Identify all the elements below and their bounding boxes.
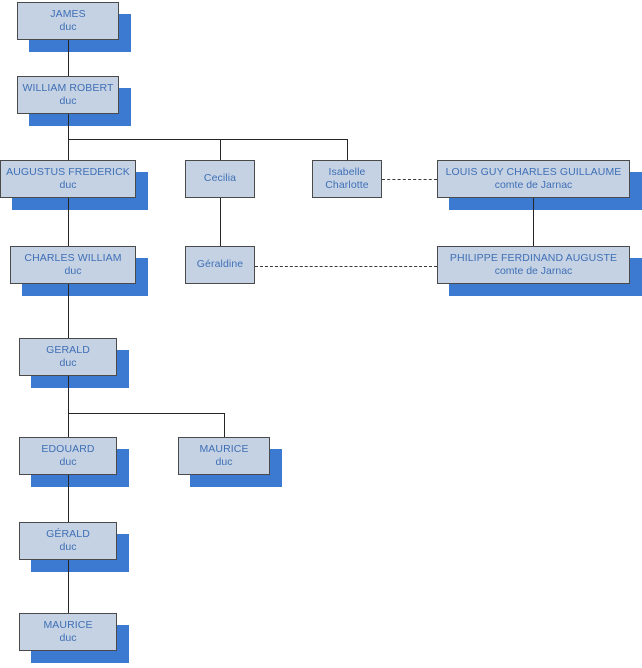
connector-gerald2-to-maurice2 (68, 560, 69, 613)
person-name: CHARLES WILLIAM (24, 251, 122, 264)
person-title: duc (59, 541, 77, 553)
connector-augustus-sibling-bar (68, 139, 348, 140)
person-node-geraldine[interactable]: Géraldine (185, 246, 255, 284)
person-title: duc (64, 265, 82, 277)
person-title: comte de Jarnac (494, 179, 573, 191)
connector-cecilia-to-geraldine (220, 198, 221, 246)
connector-gerald-children-bar (68, 413, 224, 414)
connector-cecilia-drop (220, 139, 221, 160)
connector-gerald-down (68, 376, 69, 413)
connector-isabelle-louis-marriage (382, 179, 437, 180)
connector-william-down (68, 114, 69, 139)
connector-isabelle-drop (347, 139, 348, 160)
person-name: Isabelle Charlotte (325, 165, 369, 191)
person-name: LOUIS GUY CHARLES GUILLAUME (445, 165, 622, 178)
person-title: duc (59, 456, 77, 468)
person-name: MAURICE (199, 442, 249, 455)
person-name: MAURICE (43, 618, 93, 631)
person-title: duc (59, 21, 77, 33)
person-name: EDOUARD (41, 442, 95, 455)
person-node-cecilia[interactable]: Cecilia (185, 160, 255, 198)
person-name: Cecilia (203, 172, 237, 185)
person-name: WILLIAM ROBERT (22, 81, 114, 94)
person-name: Géraldine (196, 258, 244, 271)
connector-augustus-to-charles (68, 198, 69, 246)
person-title: duc (59, 632, 77, 644)
connector-geraldine-philippe-marriage (255, 266, 437, 267)
person-name: GÉRALD (46, 527, 90, 540)
person-name: AUGUSTUS FREDERICK (6, 165, 130, 178)
connector-edouard-drop (68, 413, 69, 437)
connector-louis-to-philippe (533, 198, 534, 246)
connector-charles-to-gerald (68, 284, 69, 338)
connector-maurice-drop (224, 413, 225, 437)
person-title: duc (59, 357, 77, 369)
person-title: duc (215, 456, 233, 468)
person-title: duc (59, 179, 77, 191)
person-name: JAMES (50, 7, 86, 20)
person-name: GERALD (46, 343, 90, 356)
person-title: duc (59, 95, 77, 107)
connector-james-to-william (68, 40, 69, 76)
person-title: comte de Jarnac (494, 265, 573, 277)
connector-augustus-drop (68, 139, 69, 160)
person-node-isabelle[interactable]: Isabelle Charlotte (312, 160, 382, 198)
connector-edouard-to-gerald2 (68, 475, 69, 522)
person-name: PHILIPPE FERDINAND AUGUSTE (449, 251, 618, 264)
